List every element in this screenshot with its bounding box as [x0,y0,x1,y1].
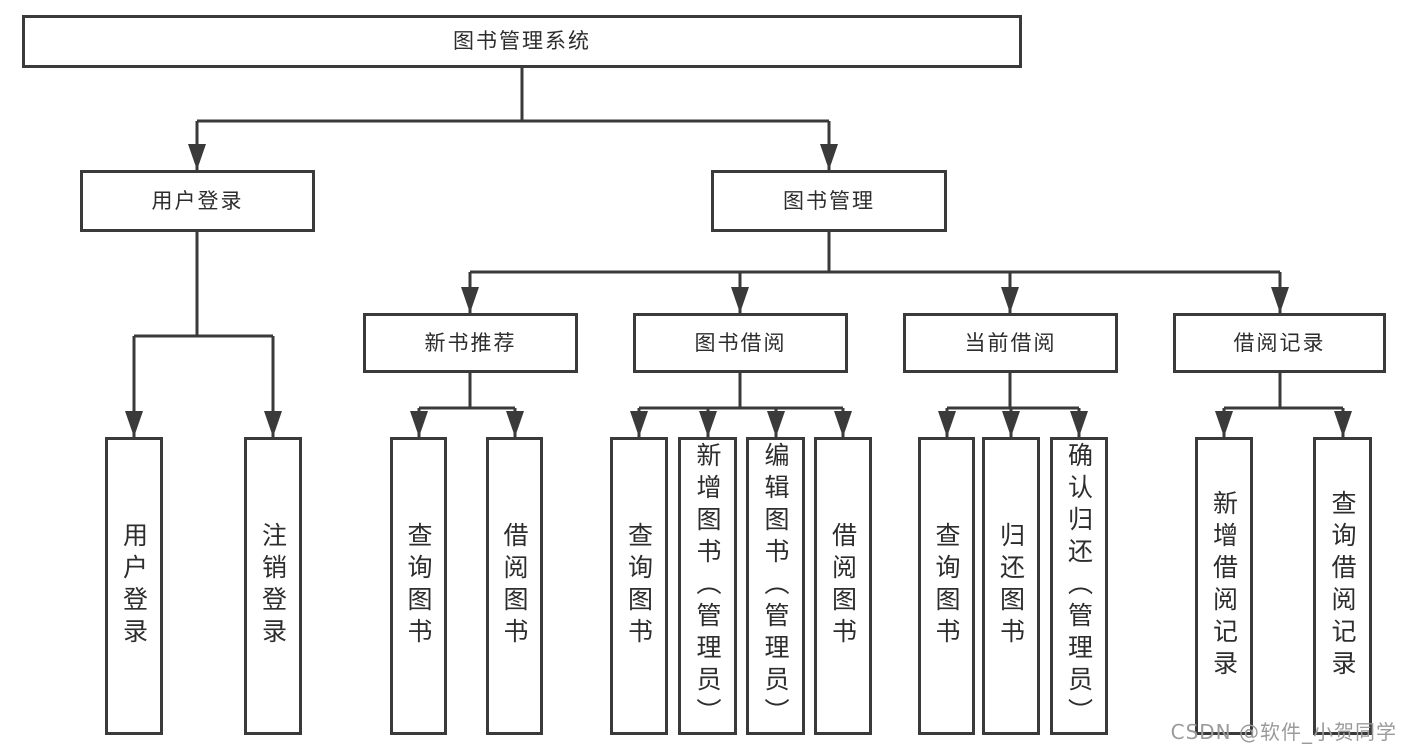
leaf-label: 确认归还（管理员） [1064,442,1094,730]
node-leaf-logout: 注销登录 [244,437,302,735]
node-book-borrowing: 图书借阅 [633,313,848,373]
arrowhead-icons [125,144,1352,437]
node-current-borrowing: 当前借阅 [903,313,1118,373]
node-borrowing-records: 借阅记录 [1173,313,1386,373]
leaf-label: 注销登录 [258,522,288,650]
leaf-label: 借阅图书 [500,522,529,650]
node-leaf-add-borrow-record: 新增借阅记录 [1195,437,1253,735]
leaf-label: 新增借阅记录 [1209,490,1239,682]
node-leaf-query-books-3: 查询图书 [918,437,975,735]
connector-stems [132,68,1345,437]
node-leaf-query-books-1: 查询图书 [390,437,447,735]
leaf-label: 归还图书 [996,522,1026,650]
leaf-label: 借阅图书 [828,522,858,650]
node-leaf-query-books-2: 查询图书 [610,437,668,735]
leaf-label: 查询图书 [404,522,433,650]
node-leaf-return-books: 归还图书 [982,437,1040,735]
node-leaf-edit-books-admin: 编辑图书（管理员） [746,437,805,735]
node-new-book-recommendation: 新书推荐 [363,313,578,373]
leaf-label: 查询借阅记录 [1328,490,1357,682]
node-library-management-system: 图书管理系统 [22,15,1022,68]
node-leaf-query-borrow-record: 查询借阅记录 [1313,437,1372,735]
watermark: CSDN @软件_小贺同学 [1170,720,1397,744]
node-leaf-add-books-admin: 新增图书（管理员） [678,437,737,735]
node-leaf-user-login: 用户登录 [105,437,163,735]
node-leaf-borrow-books-1: 借阅图书 [486,437,543,735]
node-leaf-borrow-books-2: 借阅图书 [814,437,872,735]
leaf-label: 新增图书（管理员） [693,442,722,730]
leaf-label: 查询图书 [932,522,961,650]
node-leaf-confirm-return-admin: 确认归还（管理员） [1050,437,1108,735]
leaf-label: 查询图书 [624,522,654,650]
node-book-management-branch: 图书管理 [711,170,947,232]
leaf-label: 用户登录 [119,522,149,650]
leaf-label: 编辑图书（管理员） [761,442,790,730]
node-user-login-branch: 用户登录 [80,170,315,232]
